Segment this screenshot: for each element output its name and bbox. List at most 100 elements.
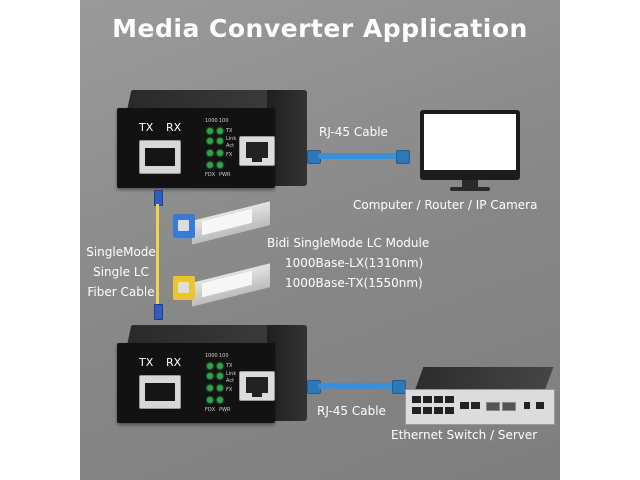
led-indicator	[207, 150, 213, 156]
sfp-lc-socket	[178, 220, 189, 231]
rj45-plug	[392, 380, 406, 394]
led-indicator	[207, 385, 213, 391]
led-label-tx: TX	[226, 363, 233, 369]
rj45-port	[239, 371, 275, 401]
switch-sfp-slot	[502, 402, 516, 411]
sfp-module-yellow	[173, 262, 271, 308]
media-converter-top: TX RX 1000 100 TX Link Act FX FDX PWR	[117, 90, 307, 205]
led-header-1000: 1000	[205, 353, 218, 359]
led-indicator	[217, 162, 223, 168]
led-label-pwr: PWR	[219, 407, 231, 413]
sfp-module-blue	[173, 200, 271, 246]
switch-port	[471, 402, 480, 409]
sfp-module-sticker	[202, 270, 252, 298]
led-header-100: 100	[219, 118, 229, 124]
fiber-label-line3: Fiber Cable	[87, 285, 155, 299]
rj45-tab	[252, 392, 262, 397]
fiber-label-line2: Single LC	[93, 265, 149, 279]
switch-port	[423, 396, 432, 403]
led-indicator	[217, 397, 223, 403]
led-indicator	[207, 397, 213, 403]
fiber-label-line1: SingleMode	[86, 245, 156, 259]
led-indicator	[217, 373, 223, 379]
sfp-port	[139, 375, 181, 409]
switch-sfp-slot	[486, 402, 500, 411]
sfp-slot	[145, 383, 175, 401]
led-label-act: Act	[226, 143, 235, 149]
led-indicator	[217, 363, 223, 369]
rj45-port	[239, 136, 275, 166]
led-indicator	[207, 373, 213, 379]
led-indicator	[217, 128, 223, 134]
led-indicator	[217, 138, 223, 144]
switch-top-surface	[414, 367, 554, 391]
sfp-module-latch-blue	[173, 214, 195, 238]
sfp-lc-socket	[178, 282, 189, 293]
port-label-tx: TX	[139, 356, 154, 369]
rj45-cable-label-bottom: RJ-45 Cable	[317, 404, 386, 418]
switch-port	[412, 396, 421, 403]
rj45-cable-label-top: RJ-45 Cable	[319, 125, 388, 139]
led-label-tx: TX	[226, 128, 233, 134]
led-label-act: Act	[226, 378, 235, 384]
led-label-fx: FX	[226, 387, 233, 393]
converter-front-panel: TX RX 1000 100 TX Link Act FX FDX PWR	[117, 343, 275, 423]
switch-port	[434, 396, 443, 403]
led-indicator	[207, 138, 213, 144]
rj45-cable-bottom	[318, 383, 394, 389]
ethernet-switch-icon	[405, 367, 555, 425]
sfp-module-sticker	[202, 208, 252, 236]
computer-label: Computer / Router / IP Camera	[353, 198, 538, 212]
led-label-fdx: FDX	[205, 172, 216, 178]
led-indicator	[207, 162, 213, 168]
lc-connector-bottom	[154, 304, 163, 320]
switch-label: Ethernet Switch / Server	[391, 428, 538, 442]
module-label-line3: 1000Base-TX(1550nm)	[285, 276, 423, 290]
fiber-cable	[156, 204, 159, 304]
port-label-tx: TX	[139, 121, 154, 134]
port-label-rx: RX	[166, 356, 182, 369]
monitor-stand	[462, 180, 478, 188]
led-panel: 1000 100 TX Link Act FX FDX PWR	[205, 118, 239, 182]
port-label-rx: RX	[166, 121, 182, 134]
switch-front-panel	[405, 389, 555, 425]
led-label-fx: FX	[226, 152, 233, 158]
monitor-screen	[424, 114, 516, 170]
led-header-1000: 1000	[205, 118, 218, 124]
switch-console-port	[536, 402, 544, 409]
switch-port	[423, 407, 432, 414]
led-header-100: 100	[219, 353, 229, 359]
fiber-cable-label: SingleMode Single LC Fiber Cable	[84, 242, 158, 302]
media-converter-bottom: TX RX 1000 100 TX Link Act FX FDX PWR	[117, 325, 307, 440]
rj45-plug	[396, 150, 410, 164]
switch-port	[412, 407, 421, 414]
module-label-line1: Bidi SingleMode LC Module	[267, 236, 430, 250]
led-label-link: Link	[226, 136, 237, 142]
switch-port	[445, 396, 454, 403]
computer-monitor-icon	[420, 110, 520, 180]
switch-port	[460, 402, 469, 409]
led-indicator	[217, 385, 223, 391]
rj45-hole	[246, 377, 268, 393]
module-label-line2: 1000Base-LX(1310nm)	[285, 256, 424, 270]
led-indicator	[207, 363, 213, 369]
led-label-link: Link	[226, 371, 237, 377]
switch-usb-port	[524, 402, 530, 409]
sfp-port	[139, 140, 181, 174]
monitor-base	[450, 187, 490, 191]
led-label-fdx: FDX	[205, 407, 216, 413]
switch-port	[445, 407, 454, 414]
led-label-pwr: PWR	[219, 172, 231, 178]
led-indicator	[217, 150, 223, 156]
led-indicator	[207, 128, 213, 134]
led-panel: 1000 100 TX Link Act FX FDX PWR	[205, 353, 239, 417]
page-title: Media Converter Application	[112, 14, 528, 43]
converter-front-panel: TX RX 1000 100 TX Link Act FX FDX PWR	[117, 108, 275, 188]
rj45-cable-top	[318, 153, 398, 159]
rj45-tab	[252, 157, 262, 162]
sfp-module-latch-yellow	[173, 276, 195, 300]
switch-port	[434, 407, 443, 414]
rj45-hole	[246, 142, 268, 158]
sfp-slot	[145, 148, 175, 166]
